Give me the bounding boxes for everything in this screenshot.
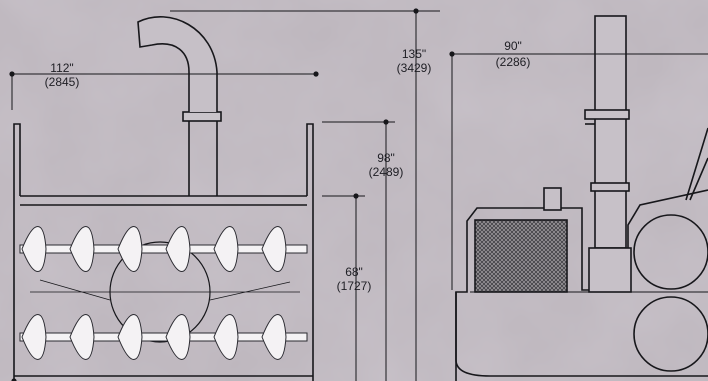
- machine-body: [455, 189, 708, 381]
- machine-base: [455, 292, 708, 377]
- fill-cap: [543, 187, 562, 211]
- auger-upper-shaft: [19, 244, 308, 254]
- side-view: [13, 16, 314, 381]
- frame-brace: [685, 127, 708, 201]
- end-view: [455, 15, 708, 381]
- hopper-left-wall: [13, 123, 21, 381]
- end-stack: [594, 15, 627, 249]
- augers: [19, 226, 308, 360]
- height-hopper-mm: (2489): [369, 165, 404, 179]
- end-stack-base: [588, 247, 632, 293]
- height-auger-mm: (1727): [337, 279, 372, 293]
- width-end-mm: (2286): [496, 55, 531, 69]
- dimension-labels: 112" (2845) 135" (3429) 90" (2286) 98" (…: [45, 39, 531, 293]
- height-total-mm: (3429): [397, 61, 432, 75]
- auger-lower-shaft: [19, 332, 308, 342]
- height-hopper-inches: 98": [377, 151, 395, 165]
- discharge-stack: [188, 116, 218, 196]
- engine-grille: [474, 219, 568, 293]
- auger-lower: [19, 314, 308, 360]
- end-stack-clamp-lower: [590, 182, 630, 192]
- width-side-inches: 112": [50, 61, 73, 75]
- height-auger-inches: 68": [345, 265, 363, 279]
- roller-upper: [633, 214, 708, 290]
- dimension-lines: [11, 10, 708, 381]
- hopper-right-wall: [306, 123, 314, 381]
- width-side-mm: (2845): [45, 75, 80, 89]
- auger-upper: [19, 226, 308, 272]
- roller-lower: [633, 296, 708, 372]
- width-end-inches: 90": [504, 39, 522, 53]
- stack-clamp: [182, 111, 222, 122]
- height-total-inches: 135": [402, 47, 426, 61]
- stack-elbow: [137, 16, 218, 112]
- end-stack-clamp-upper: [584, 109, 630, 120]
- dimension-dots: [9, 8, 455, 381]
- drum-shaft: [30, 279, 300, 301]
